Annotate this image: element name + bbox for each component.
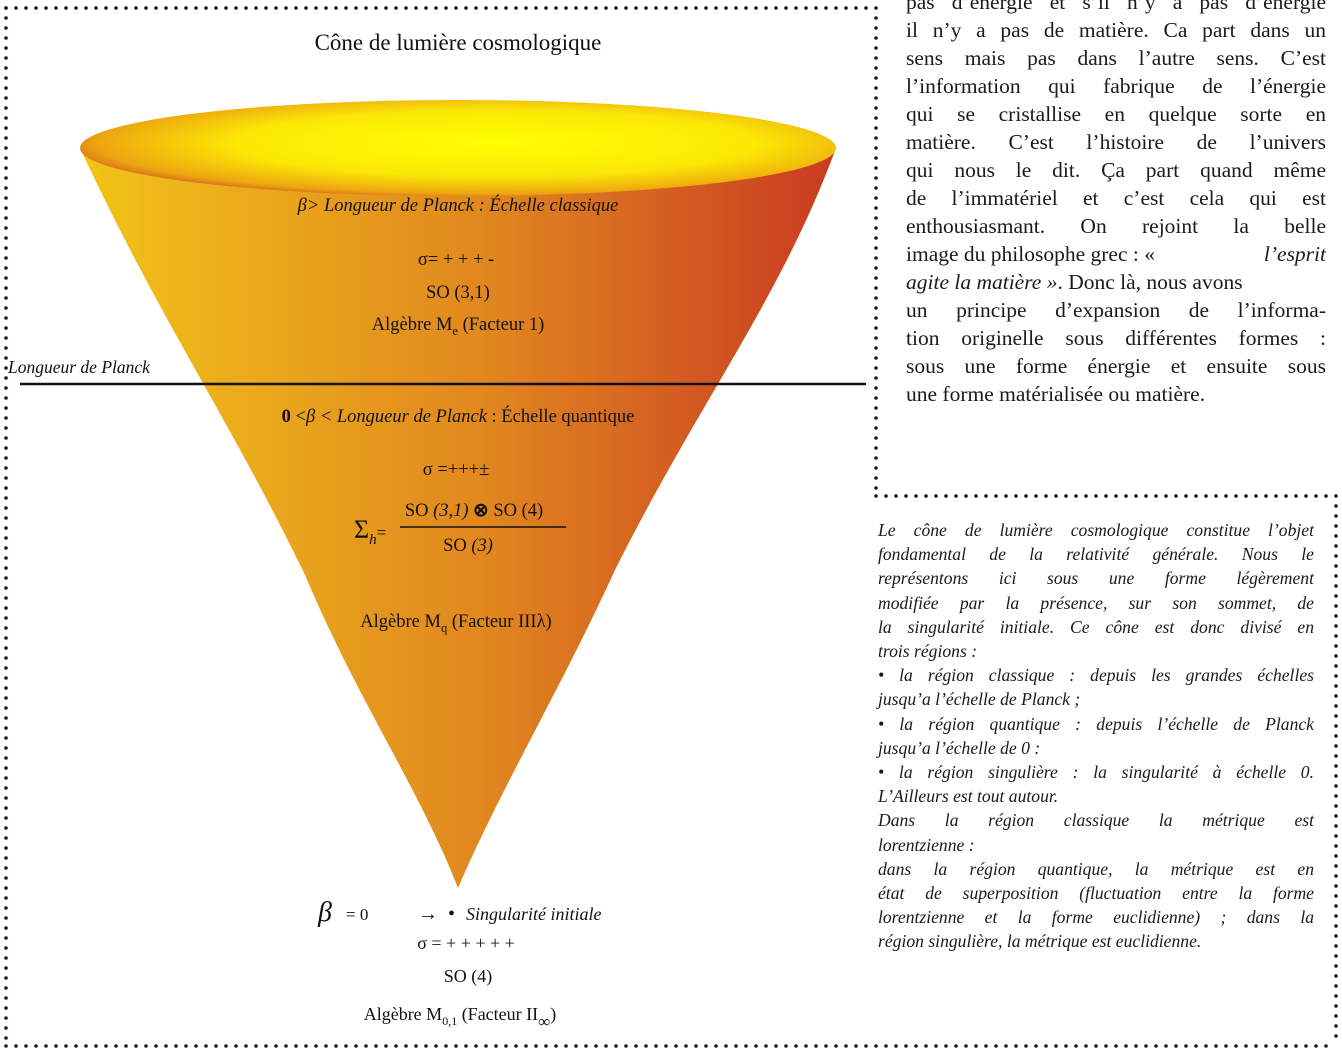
sum-subscript: h xyxy=(369,532,377,548)
singularity-equals-zero: = 0 xyxy=(346,905,368,924)
singularity-arrow: → xyxy=(418,903,438,925)
dotted-border xyxy=(4,6,1338,1048)
singularity-algebra-mid: (Facteur II xyxy=(457,1004,538,1025)
quantum-algebra: Algèbre Mq (Facteur IIIλ) xyxy=(360,612,551,635)
quantum-scale-heading: 0 <β < Longueur de Planck : Échelle quan… xyxy=(282,405,635,427)
quantum-signature: σ =+++± xyxy=(423,460,489,480)
beta-symbol: β xyxy=(305,407,316,427)
sum-symbol: Σh= xyxy=(354,515,386,548)
caption-text: Le cône de lumière cosmologique constitu… xyxy=(878,518,1314,954)
quantum-algebra-prefix: Algèbre M xyxy=(360,612,441,632)
classical-algebra-prefix: Algèbre M xyxy=(372,315,453,335)
quantum-planck-text: Longueur de Planck xyxy=(336,407,488,427)
sum-equals: = xyxy=(377,523,387,542)
numerator-31: (3,1) xyxy=(433,501,468,521)
caption-line: Le cône de lumière cosmologique constitu… xyxy=(878,520,1314,540)
denominator-3: (3) xyxy=(471,536,493,556)
body-text-line: image du philosophe grec : « l’esprit xyxy=(906,240,1326,268)
singularity-algebra-subscript: 0,1 xyxy=(442,1014,457,1028)
body-text-line: sens mais pas dans l’autre sens. C’est xyxy=(906,46,1326,70)
classical-scale-heading: β> Longueur de Planck : Échelle classiqu… xyxy=(297,194,619,216)
singularity-group: SO (4) xyxy=(444,966,493,987)
classical-algebra-suffix: (Facteur 1) xyxy=(458,315,544,335)
caption-line: • la région singulière : la singularité … xyxy=(878,762,1314,783)
caption-line: fondamental de la relativité générale. N… xyxy=(878,544,1314,565)
numerator-so4: SO (4) xyxy=(493,501,543,521)
caption-line: jusqu’a l’échelle de 0 : xyxy=(878,737,1041,758)
caption-line: • la région quantique : depuis l’échelle… xyxy=(878,713,1314,734)
classical-scale-text: > Longueur de Planck : Échelle classique xyxy=(307,194,618,216)
body-text-quote-start: l’esprit xyxy=(1263,242,1326,266)
caption-line: • la région classique : depuis les grand… xyxy=(878,665,1314,686)
singularity-algebra-subscript-infinity: ∞ xyxy=(538,1012,550,1031)
caption-line: trois régions : xyxy=(878,641,978,662)
numerator-so-a: SO xyxy=(405,501,433,521)
caption-line: état de superposition (fluctuation entre… xyxy=(878,883,1314,904)
planck-length-label: Longueur de Planck xyxy=(7,357,151,377)
caption-line: dans la région quantique, la métrique es… xyxy=(878,858,1314,879)
classical-region-labels: β> Longueur de Planck : Échelle classiqu… xyxy=(297,194,619,338)
singularity-label: Singularité initiale xyxy=(466,904,602,924)
singularity-bullet: • xyxy=(448,903,455,925)
body-text-line: une forme matérialisée ou matière. xyxy=(906,382,1206,406)
quantum-algebra-suffix: (Facteur IIIλ) xyxy=(447,612,552,632)
singularity-beta: β xyxy=(317,897,332,928)
zero-label: 0 xyxy=(282,407,291,427)
fraction-numerator: SO (3,1) ⊗ SO (4) xyxy=(405,501,543,521)
quantum-scale-text: : Échelle quantique xyxy=(487,405,634,427)
body-text-quote-end: agite la matière » xyxy=(906,270,1058,294)
caption-line: L’Ailleurs est tout autour. xyxy=(878,786,1059,807)
body-text-paragraph: pas d’énergie et s’il n’y a pas d’énergi… xyxy=(906,0,1326,408)
body-text-line: qui nous le dit. Ça part quand même xyxy=(906,158,1326,182)
classical-signature: σ= + + + - xyxy=(418,250,494,270)
classical-algebra: Algèbre Me (Facteur 1) xyxy=(372,315,545,338)
singularity-algebra-prefix: Algèbre M xyxy=(364,1004,442,1024)
light-cone-body xyxy=(80,148,836,888)
body-text-line: qui se cristallise en quelque sorte en xyxy=(906,102,1326,126)
caption-line: modifiée par la présence, sur son sommet… xyxy=(878,592,1314,613)
otimes-symbol: ⊗ xyxy=(469,501,494,521)
less-than-2: < xyxy=(315,407,337,427)
body-text-line: enthousiasmant. On rejoint la belle xyxy=(906,214,1326,238)
body-text-line: agite la matière » . Donc là, nous avons xyxy=(906,268,1326,296)
body-text-line: pas d’énergie et s’il n’y a pas d’énergi… xyxy=(906,0,1326,14)
body-text-line: un principe d’expansion de l’informa- xyxy=(906,298,1326,322)
caption-line: la singularité initiale. Ce cône est don… xyxy=(878,616,1314,637)
body-text-line: tion originelle sous différentes formes … xyxy=(906,326,1326,350)
denominator-so: SO xyxy=(443,536,471,556)
body-text-line: il n’y a pas de matière. Ca part dans un xyxy=(906,18,1326,42)
singularity-signature: σ = + + + + + xyxy=(417,933,515,953)
caption-line: représentons ici sous une forme légèreme… xyxy=(878,568,1314,589)
caption-line: jusqu’a l’échelle de Planck ; xyxy=(878,689,1081,710)
less-than-1: < xyxy=(291,407,306,427)
beta-symbol: β xyxy=(297,196,308,216)
classical-group: SO (3,1) xyxy=(426,283,490,303)
body-text-line: matière. C’est l’histoire de l’univers xyxy=(906,130,1326,154)
quantum-region-labels: 0 <β < Longueur de Planck : Échelle quan… xyxy=(282,405,635,635)
body-text-quote-intro: image du philosophe grec : « xyxy=(906,242,1155,266)
caption-line: lorentzienne : xyxy=(878,834,975,855)
singularity-algebra-close: ) xyxy=(550,1004,556,1025)
body-text-line: sous une forme énergie et ensuite sous xyxy=(906,354,1326,378)
caption-line: région singulière, la métrique est eucli… xyxy=(878,931,1202,952)
singularity-algebra: Algèbre M0,1 (Facteur II∞) xyxy=(364,1004,557,1031)
body-text-segment: image du philosophe grec : « xyxy=(906,240,1155,268)
classical-algebra-subscript: e xyxy=(452,324,458,338)
body-text-line: l’information qui fabrique de l’énergie xyxy=(906,74,1326,98)
quantum-algebra-subscript: q xyxy=(441,621,448,635)
light-cone-top xyxy=(80,100,836,196)
singularity-labels: β = 0 → • Singularité initiale σ = + + +… xyxy=(317,897,602,1031)
diagram-title: Cône de lumière cosmologique xyxy=(315,30,602,55)
fraction-denominator: SO (3) xyxy=(443,536,493,556)
caption-line: lorentzienne et la forme euclidienne) ; … xyxy=(878,907,1314,928)
sigma-sum-glyph: Σ xyxy=(354,515,369,544)
caption-line: Dans la région classique la métrique est xyxy=(878,810,1314,831)
body-text-after-quote: . Donc là, nous avons xyxy=(1057,270,1243,294)
body-text-line: de l’immatériel et c’est cela qui est xyxy=(906,186,1326,210)
